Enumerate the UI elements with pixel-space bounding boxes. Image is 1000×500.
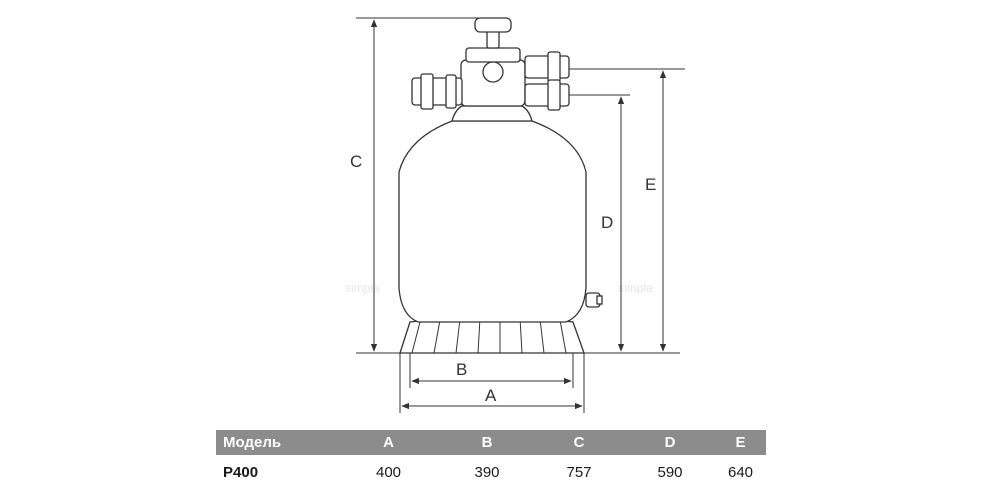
dimension-label-e: E [645, 175, 656, 194]
valve-port-circle [482, 61, 504, 83]
tank-neck [451, 105, 533, 122]
cell-b: 390 [474, 463, 500, 481]
header-model: Модель [216, 430, 336, 455]
cell-e: 640 [727, 463, 754, 481]
dimension-lines [356, 17, 685, 413]
cell-a: 400 [375, 463, 402, 481]
header-b: B [441, 430, 533, 455]
header-d: D [625, 430, 715, 455]
table-row: P400 400 390 757 590 640 [216, 455, 766, 486]
filter-dimension-drawing: simpla simpla simpla simpla simpla [345, 17, 685, 413]
header-c: C [533, 430, 625, 455]
sand-filter-illustration [398, 17, 603, 354]
dimension-label-d: D [601, 213, 613, 232]
right-port-lower [524, 83, 570, 107]
header-a: A [336, 430, 441, 455]
watermark-text-1: simpla [345, 281, 380, 295]
dimension-label-c: C [350, 152, 362, 171]
cell-model: P400 [223, 463, 259, 481]
cell-d: 590 [657, 463, 683, 481]
table-header-row: Модель A B C D E [216, 430, 766, 455]
dimensions-table: Модель A B C D E P400 400 390 757 590 64… [216, 430, 766, 486]
dimension-label-a: A [485, 386, 497, 405]
filter-tank [398, 120, 587, 323]
right-port-upper [524, 55, 570, 79]
valve-handle [474, 17, 512, 33]
dimension-label-b: B [456, 360, 467, 379]
header-e: E [715, 430, 766, 455]
cell-c: 757 [566, 463, 592, 481]
watermark-text-5: simpla [618, 281, 653, 295]
dimension-labels: C D E B A [350, 152, 656, 405]
